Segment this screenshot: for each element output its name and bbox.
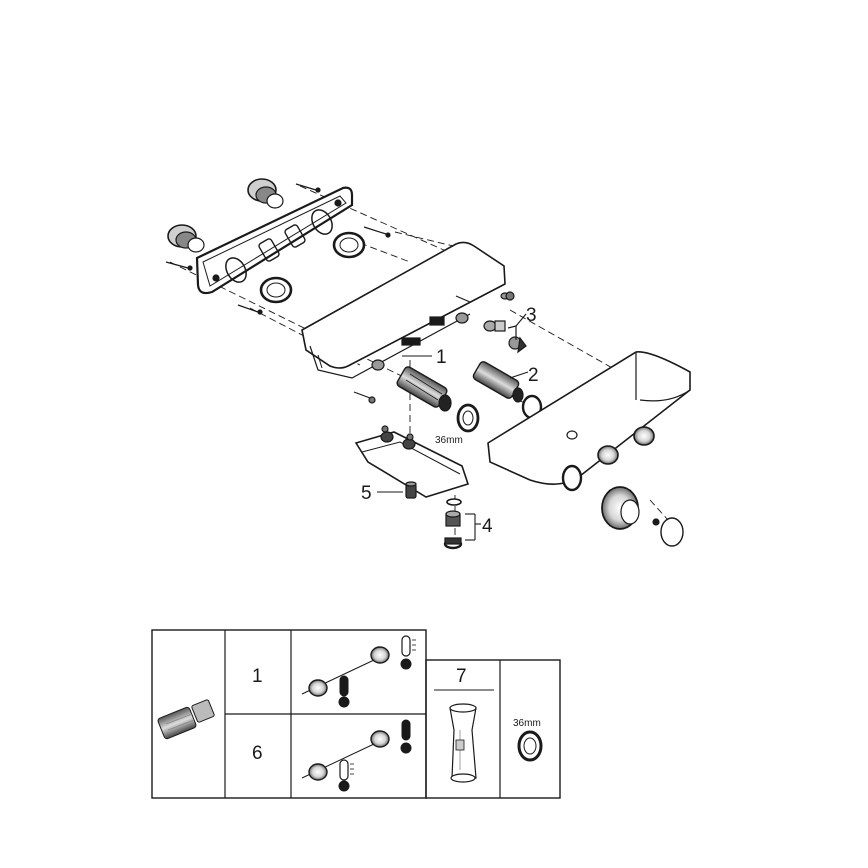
row1-fittings [301,635,416,708]
exploded-view [165,178,691,550]
table-nut-size: 36mm [513,718,541,729]
nut-size-label: 36mm [435,435,463,446]
callout-4: 4 [482,516,493,537]
rosette-right [332,231,366,259]
mixer-body [301,241,515,379]
parts-table [151,629,561,799]
body-screws [353,295,471,404]
rosette-left [259,276,293,304]
spout-plate [354,425,470,498]
callout-1: 1 [436,347,447,368]
cartridge-thumbnail [157,699,215,740]
handle-body [487,351,691,492]
part-5-screw [405,481,417,499]
callout-3: 3 [526,305,537,326]
thermostatic-cartridge [396,366,452,412]
callout-5: 5 [361,483,372,504]
nut-36mm [456,403,480,433]
table-nut-36mm [517,730,543,762]
callout-leaders [377,313,529,541]
s-union-right [247,178,284,209]
callout-2: 2 [528,365,539,386]
s-union-left [167,224,205,253]
aerator-set [443,498,463,550]
mounting-plate [195,186,354,295]
row2-fittings [301,719,412,792]
table-row2-number: 6 [252,743,263,764]
table-row1-number: 1 [252,666,263,687]
plate-screws [165,183,391,315]
thermostat-handle [601,486,684,547]
socket-tool [449,703,477,783]
check-valves [483,320,527,354]
table-tool-number: 7 [456,666,467,687]
